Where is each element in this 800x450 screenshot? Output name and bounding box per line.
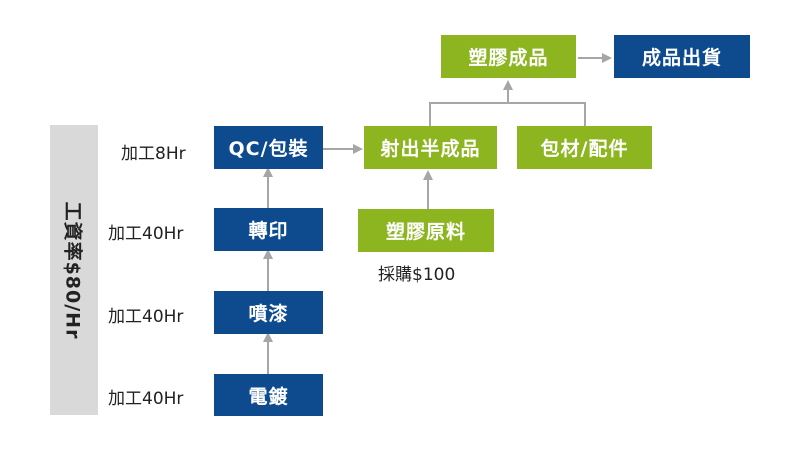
box-spray-paint: 噴漆 xyxy=(214,291,323,334)
box-plastic-finished: 塑膠成品 xyxy=(441,35,576,78)
label-paint-hours: 加工40Hr xyxy=(108,307,184,327)
box-electroplating: 電鍍 xyxy=(214,374,323,416)
box-qc-packaging: QC/包裝 xyxy=(214,126,323,169)
label-print-hours: 加工40Hr xyxy=(108,224,184,244)
box-semi-finished: 射出半成品 xyxy=(364,126,497,169)
label-qc-hours: 加工8Hr xyxy=(121,144,186,164)
labor-rate-label: 工資率$80/Hr xyxy=(61,201,84,339)
box-shipment: 成品出貨 xyxy=(614,35,750,78)
merge-line xyxy=(429,102,586,126)
label-plate-hours: 加工40Hr xyxy=(108,389,184,409)
label-purchase-cost: 採購$100 xyxy=(378,265,456,285)
box-packaging-accessories: 包材/配件 xyxy=(517,126,652,169)
box-plastic-raw-material: 塑膠原料 xyxy=(358,209,494,252)
box-transfer-print: 轉印 xyxy=(214,208,323,251)
labor-rate-bar: 工資率$80/Hr xyxy=(50,125,98,415)
